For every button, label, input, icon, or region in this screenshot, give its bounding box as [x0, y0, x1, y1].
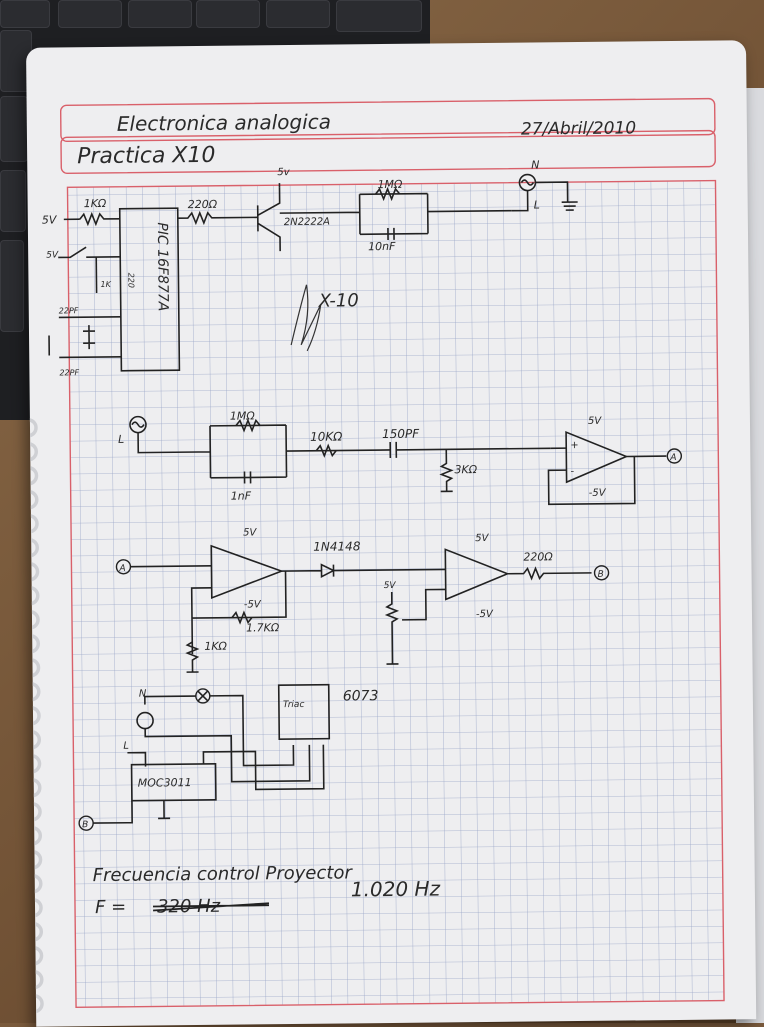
l-label: L: [123, 741, 129, 752]
notebook-drawing: Electronica analogica 27/Abril/2010 Prac…: [26, 97, 725, 1014]
opto-chip: [130, 763, 217, 802]
vpos2-label: 5V: [588, 416, 602, 427]
keyboard-key: [0, 240, 24, 332]
vpos1-label: 5V: [243, 527, 257, 538]
opto-label: MOC3011: [138, 776, 192, 790]
r-out-label: 220Ω: [523, 550, 553, 563]
opamp-minus-label: -: [570, 466, 574, 477]
keyboard-key: [58, 0, 122, 28]
cap1-label: 22PF: [59, 306, 79, 315]
r-clk-label: 220Ω: [188, 198, 218, 211]
source2-l-label: L: [118, 433, 124, 446]
opamp-plus-label: +: [570, 440, 579, 451]
circuit-filter-buffer: L 1MΩ 1nF 10KΩ 150PF 3KΩ + - 5V -5V A: [118, 409, 683, 506]
freq-value: 1.020 Hz: [351, 876, 441, 901]
r-fb-label: 1.7KΩ: [246, 621, 280, 634]
node-b-label: B: [598, 570, 604, 580]
margin-frame: [66, 179, 725, 1009]
r-gnd3-label: 1KΩ: [204, 640, 227, 653]
r-in-label: 1KΩ: [84, 197, 107, 210]
node-a-in-label: A: [118, 564, 125, 574]
input-5v-label: 5V: [42, 213, 58, 226]
r-snubber-label: 1MΩ: [377, 178, 403, 191]
page-date: 27/Abril/2010: [521, 118, 636, 139]
circuit-triac: N L Triac 6073 MOC3011 B: [78, 683, 379, 831]
page-title: Electronica analogica: [117, 110, 331, 136]
practice-label: Practica X10: [77, 143, 216, 169]
header-box: [59, 97, 716, 143]
c-par-label: 1nF: [231, 489, 252, 502]
node-a-icon: [666, 448, 683, 464]
triac-part-label: 6073: [343, 688, 379, 704]
source-n-label: N: [531, 158, 539, 171]
keyboard-key: [266, 0, 330, 28]
keyboard-key: [128, 0, 192, 28]
keyboard-key: [0, 96, 28, 162]
triac-label: Triac: [283, 700, 305, 710]
c-snubber-label: 10nF: [368, 240, 396, 253]
r-gnd-label: 3KΩ: [454, 463, 477, 476]
node-a-label: A: [669, 453, 676, 463]
vneg3-label: -5V: [476, 609, 494, 620]
pic-chip-label: PIC 16F877A: [154, 222, 171, 311]
r-series-label: 10KΩ: [310, 429, 343, 443]
vneg2-label: -5V: [589, 488, 607, 499]
circuit-rectifier: A 5V -5V 1.7KΩ 1KΩ 1N4148 5V -5V 5V 220Ω…: [115, 527, 610, 673]
node-b-in-label: B: [82, 820, 88, 830]
grid-area: [67, 180, 725, 1008]
r-pull-label: 1K: [100, 280, 111, 289]
vref-label: 5V: [384, 581, 397, 591]
keyboard-key: [196, 0, 260, 28]
cap2-label: 22PF: [59, 368, 79, 377]
notebook-page: Electronica analogica 27/Abril/2010 Prac…: [26, 40, 757, 1027]
vpos3-label: 5V: [475, 533, 489, 544]
pic-chip: [118, 207, 181, 372]
keyboard-key: [336, 0, 422, 32]
scribble-label: X-10: [318, 290, 359, 311]
source-l-label: L: [534, 198, 540, 211]
header-box: [60, 129, 716, 175]
keyboard-key: [0, 0, 50, 28]
n-label: N: [139, 689, 147, 700]
transistor-label: 2N2222A: [284, 217, 330, 228]
freq-line1: Frecuencia control Proyector: [93, 862, 354, 886]
circuit-pic-driver: 5V 1KΩ PIC 16F877A 220Ω 5v 2N2222A 1MΩ 1…: [42, 158, 578, 377]
r-pull2-label: 220: [126, 273, 135, 288]
vcc-label: 5v: [277, 167, 290, 178]
frequency-notes: Frecuencia control Proyector F = 320 Hz …: [93, 862, 441, 918]
triac-chip: [277, 683, 331, 740]
r-par-label: 1MΩ: [230, 409, 256, 422]
node-b-icon: [593, 565, 610, 581]
keyboard-key: [0, 170, 26, 232]
vneg1-label: -5V: [244, 599, 262, 610]
c-series-label: 150PF: [382, 427, 420, 441]
switch-5v-label: 5V: [46, 250, 59, 260]
diode-label: 1N4148: [313, 539, 361, 553]
freq-label: F =: [95, 897, 126, 918]
